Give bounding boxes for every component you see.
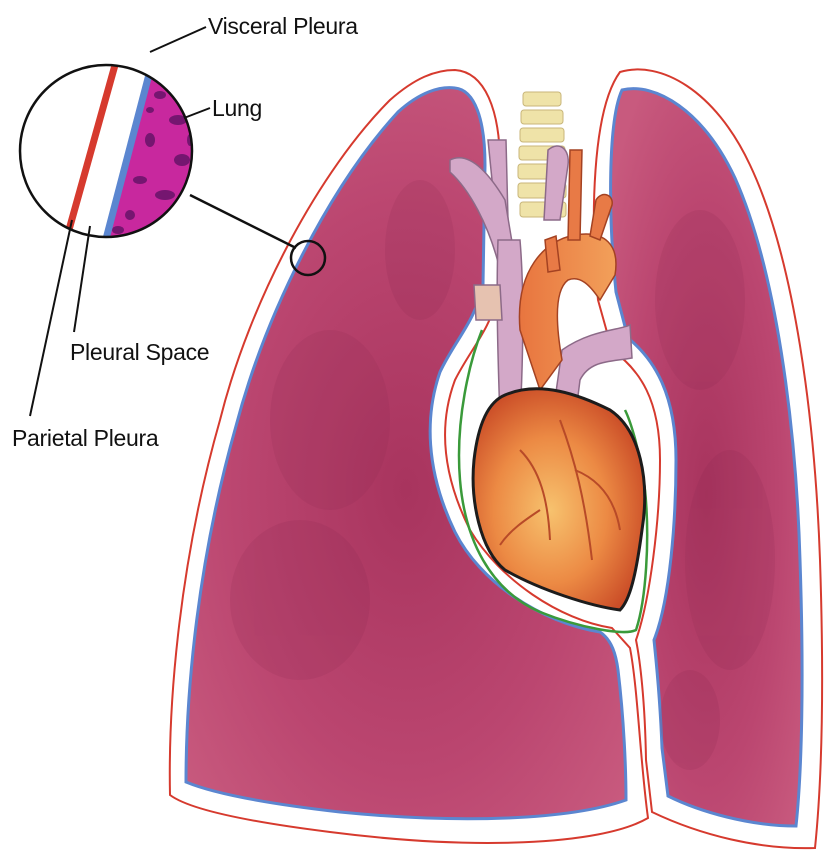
label-pleural-space: Pleural Space xyxy=(70,341,209,364)
label-parietal-pleura: Parietal Pleura xyxy=(12,427,158,450)
leader-pleural-space xyxy=(74,226,90,332)
leader-parietal-pleura xyxy=(30,220,72,416)
label-visceral-pleura: Visceral Pleura xyxy=(208,15,358,38)
magnified-pleura-view xyxy=(20,40,230,262)
label-lung: Lung xyxy=(212,97,262,120)
leader-lung xyxy=(184,108,210,118)
leader-visceral-pleura xyxy=(150,27,206,52)
callout xyxy=(20,40,325,275)
